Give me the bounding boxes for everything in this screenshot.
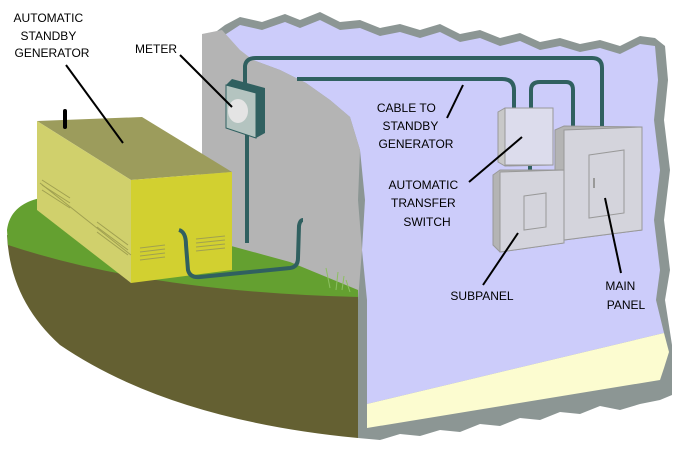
transfer-switch-box [497,107,554,167]
transfer-switch-label: AUTOMATIC TRANSFER SWITCH [389,178,462,229]
generator-label: AUTOMATIC STANDBY GENERATOR [14,11,90,60]
cable-label: CABLE TO STANDBY GENERATOR [377,101,454,151]
soil [7,235,358,438]
generator [37,109,232,283]
generator-front [131,172,232,283]
generator-cable [178,218,304,280]
main-panel [554,125,643,241]
meter-dial [228,99,248,123]
generator-top [37,117,232,180]
meter-label: METER [135,42,177,56]
subpanel-label: SUBPANEL [450,289,513,303]
leader-lines [65,54,622,286]
meter [225,79,265,139]
subpanel [492,169,565,253]
floor [367,333,669,428]
generator-side [37,121,131,283]
main-panel-label: MAIN PANEL [605,279,645,312]
grass-blades [325,267,351,293]
generator-vents [39,179,226,261]
